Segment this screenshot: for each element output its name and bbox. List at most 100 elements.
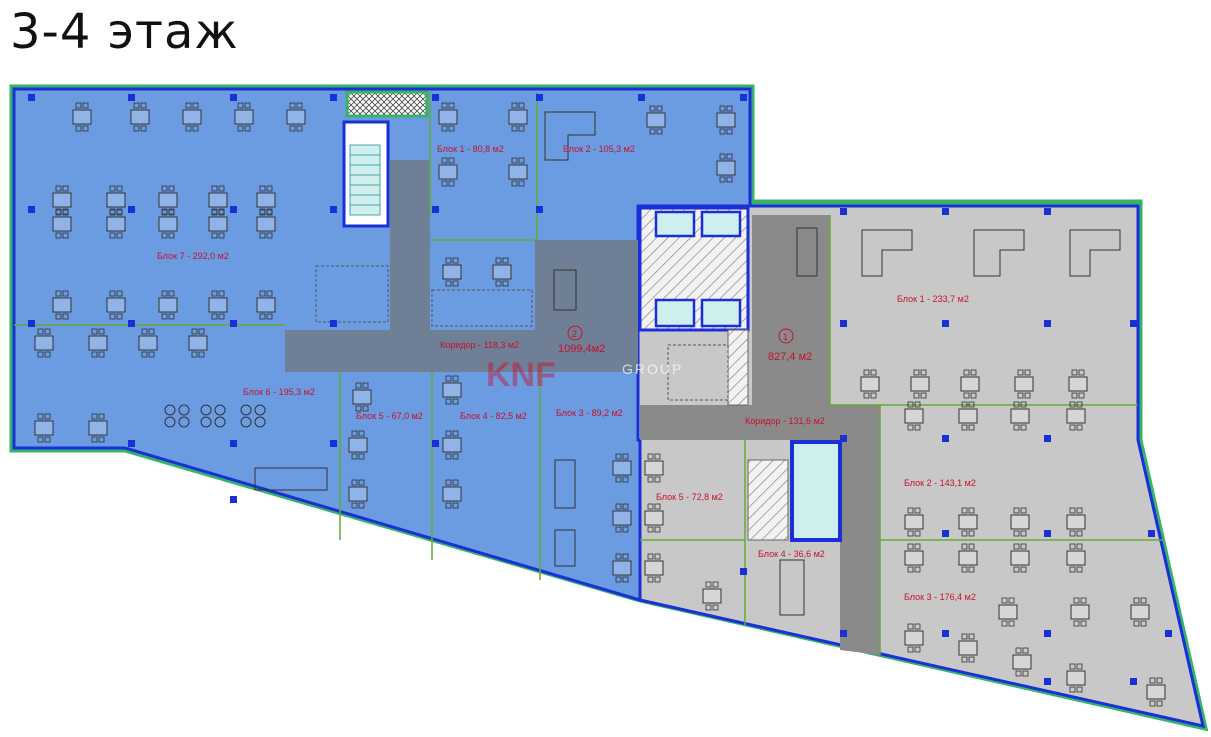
label-right-blok1: Блок 1 - 233,7 м2 (897, 294, 969, 304)
label-left-blok7: Блок 7 - 292,0 м2 (157, 251, 229, 261)
workstation (958, 507, 978, 537)
workstation (1146, 677, 1166, 707)
workstation (442, 375, 462, 405)
label-left-blok4: Блок 4 - 82,5 м2 (460, 411, 527, 421)
label-left-blok5: Блок 5 - 67,0 м2 (356, 411, 423, 421)
workstation (508, 157, 528, 187)
workstation (960, 369, 980, 399)
round-seats (164, 404, 266, 428)
shaft-right (747, 459, 789, 541)
workstation (910, 369, 930, 399)
wc-left (315, 265, 389, 323)
workstation (52, 209, 72, 239)
workstation (860, 369, 880, 399)
shaft-right-2 (727, 329, 749, 406)
workstations (34, 102, 1166, 707)
workstation (1014, 369, 1034, 399)
workstation (904, 507, 924, 537)
workstation (904, 623, 924, 653)
workstation (182, 102, 202, 132)
label-right-corridor: Коридор - 131,6 м2 (745, 416, 825, 426)
workstation (208, 209, 228, 239)
zone-2-area-label: 1099,4м2 (558, 343, 605, 355)
label-left-blok6: Блок 6 - 195,3 м2 (243, 387, 315, 397)
workstation (958, 633, 978, 663)
workstation (72, 102, 92, 132)
workstation (286, 102, 306, 132)
workstation (716, 153, 736, 183)
workstation (958, 543, 978, 573)
workstation (106, 209, 126, 239)
workstation (442, 479, 462, 509)
workstation (958, 401, 978, 431)
workstation (438, 102, 458, 132)
workstation (158, 209, 178, 239)
workstation (208, 290, 228, 320)
workstation (492, 257, 512, 287)
workstation (716, 105, 736, 135)
workstation (904, 401, 924, 431)
workstation (256, 185, 276, 215)
workstation (138, 328, 158, 358)
workstation (612, 453, 632, 483)
label-right-blok3: Блок 3 - 176,4 м2 (904, 592, 976, 602)
workstation (1066, 543, 1086, 573)
workstation (52, 290, 72, 320)
workstation (158, 290, 178, 320)
elevator-cabins (654, 210, 742, 328)
zone-1-number: 1 (783, 332, 788, 342)
zone-2-number: 2 (572, 329, 577, 339)
workstation (158, 185, 178, 215)
workstation (646, 105, 666, 135)
workstation (904, 543, 924, 573)
workstation (348, 430, 368, 460)
label-right-blok2: Блок 2 - 143,1 м2 (904, 478, 976, 488)
wc-right (667, 344, 729, 401)
watermark-brand: KNF (486, 356, 556, 394)
workstation (52, 185, 72, 215)
label-left-blok2: Блок 2 - 105,3 м2 (563, 144, 635, 154)
workstation (1010, 401, 1030, 431)
workstation (644, 553, 664, 583)
workstation (1130, 597, 1150, 627)
wc-mid (431, 289, 533, 327)
zone-1-area-label: 827,4 м2 (768, 351, 812, 363)
workstation (348, 479, 368, 509)
workstation (998, 597, 1018, 627)
workstation (130, 102, 150, 132)
label-left-corridor: Коридор - 118,3 м2 (440, 340, 519, 350)
workstation (438, 157, 458, 187)
columns (28, 94, 1172, 685)
workstation (508, 102, 528, 132)
workstation (1066, 507, 1086, 537)
workstation (352, 382, 372, 412)
workstation (1012, 647, 1032, 677)
workstation (88, 413, 108, 443)
left-corridor (285, 160, 638, 372)
workstation (34, 413, 54, 443)
workstation (612, 503, 632, 533)
workstation (234, 102, 254, 132)
workstation (1066, 663, 1086, 693)
zone-1-marker (778, 328, 794, 344)
workstation (1068, 369, 1088, 399)
workstation (702, 581, 722, 611)
workstation (612, 553, 632, 583)
zone-2-marker (567, 325, 583, 341)
workstation (1010, 543, 1030, 573)
watermark-group: GROUP (622, 361, 683, 377)
stair-right (790, 440, 842, 542)
floor-title: 3-4 этаж (10, 4, 239, 60)
label-right-blok4: Блок 4 - 36,6 м2 (758, 549, 825, 559)
workstation (644, 453, 664, 483)
label-left-blok1: Блок 1 - 80,8 м2 (437, 144, 504, 154)
workstation (88, 328, 108, 358)
workstation (188, 328, 208, 358)
stair-steps-left (349, 144, 381, 216)
workstation (1070, 597, 1090, 627)
partitions (14, 92, 1165, 655)
workstation (106, 290, 126, 320)
workstation (1066, 401, 1086, 431)
workstation (442, 430, 462, 460)
